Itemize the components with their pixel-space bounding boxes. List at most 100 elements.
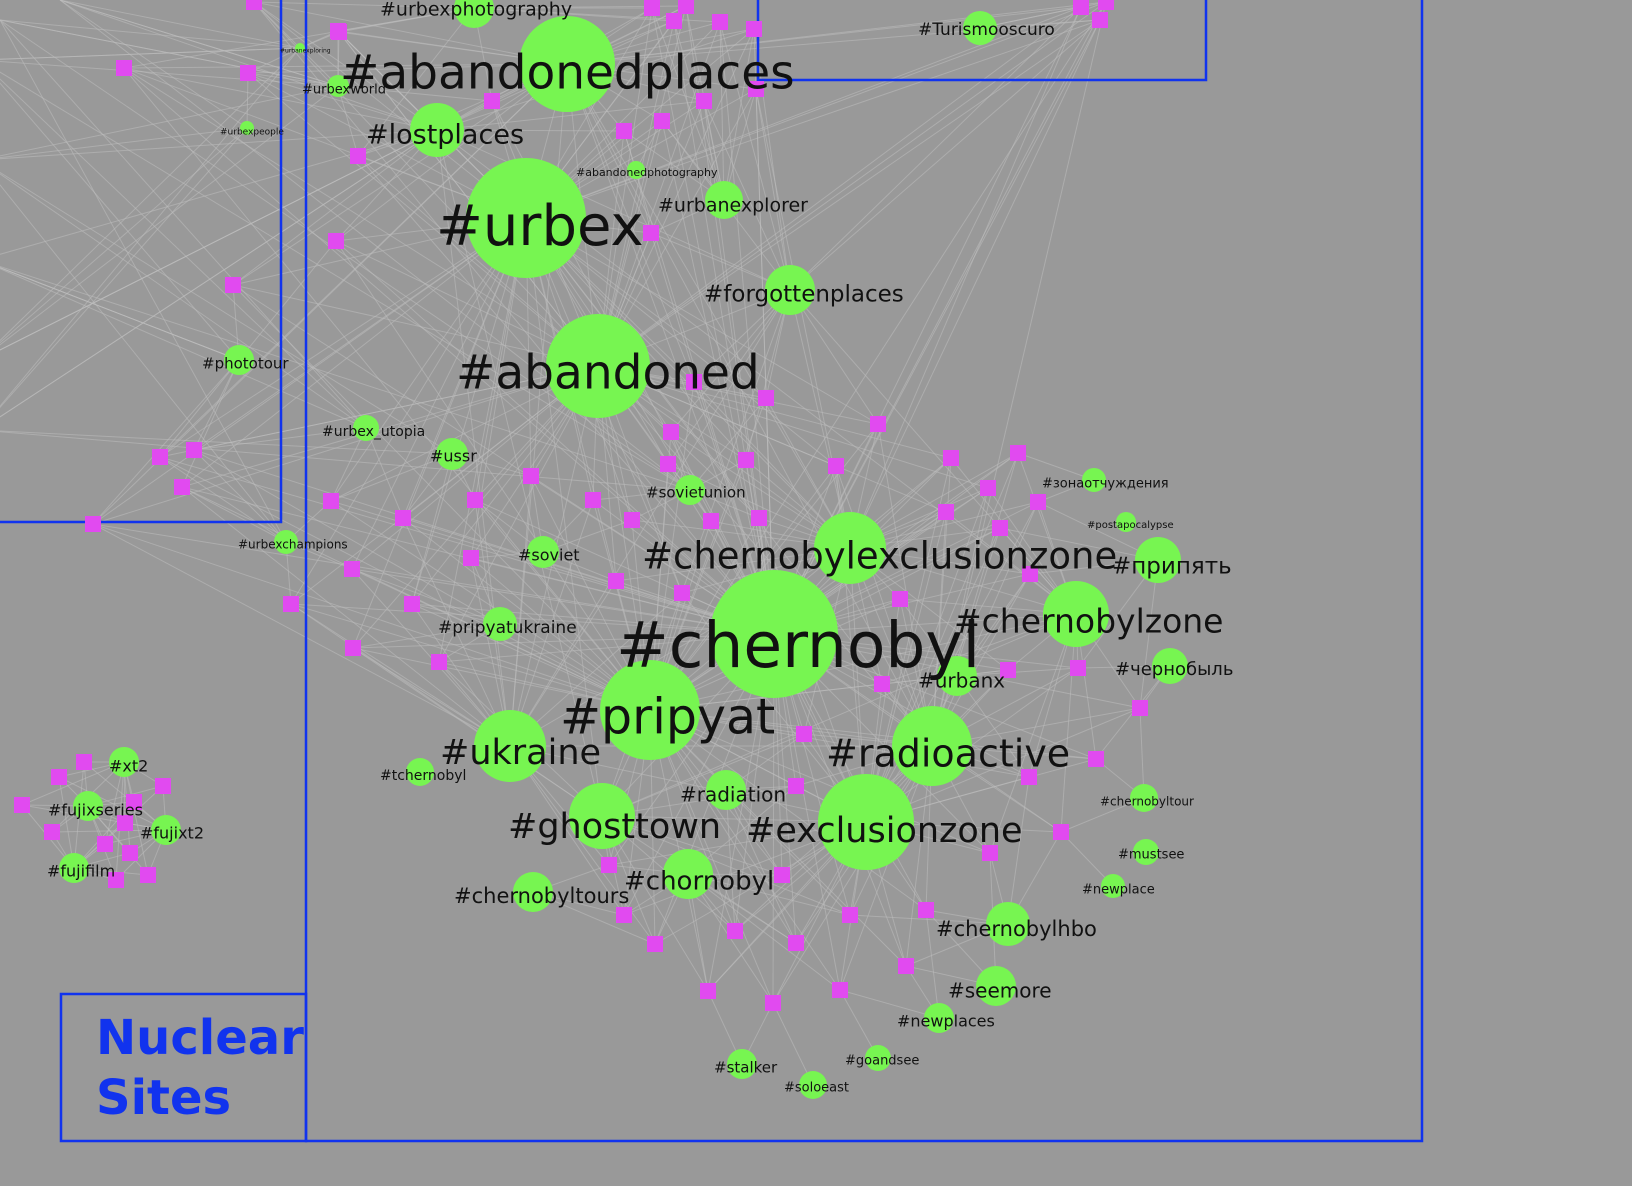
graph-edge bbox=[597, 365, 989, 489]
graph-edge bbox=[649, 709, 927, 911]
tag-node-abandonedphotography bbox=[627, 161, 645, 179]
graph-edge bbox=[649, 709, 907, 967]
graph-edge bbox=[865, 707, 1141, 823]
graph-edge bbox=[0, 127, 248, 409]
graph-edge bbox=[159, 456, 287, 543]
graph-edge bbox=[159, 217, 527, 458]
post-node bbox=[395, 510, 411, 526]
graph-edge bbox=[525, 217, 603, 817]
graph-edge bbox=[1017, 452, 1095, 481]
tag-node-fujixseries bbox=[73, 791, 103, 821]
graph-edge bbox=[232, 63, 568, 286]
tag-node-goandsee bbox=[865, 1045, 891, 1071]
cluster-frame-nuclear bbox=[304, 0, 1424, 1143]
graph-edge bbox=[92, 63, 568, 525]
graph-edge bbox=[351, 568, 775, 635]
graph-edge bbox=[525, 217, 879, 425]
graph-edge bbox=[1060, 831, 1114, 887]
post-node bbox=[350, 148, 366, 164]
graph-edge bbox=[649, 452, 1019, 711]
graph-edge bbox=[411, 217, 527, 605]
post-node bbox=[44, 824, 60, 840]
post-node bbox=[323, 493, 339, 509]
graph-edge bbox=[703, 100, 791, 291]
graph-edge bbox=[58, 776, 75, 869]
post-node bbox=[624, 512, 640, 528]
graph-edge bbox=[436, 100, 705, 131]
tag-node-chernobyltours bbox=[513, 872, 553, 912]
graph-edge bbox=[352, 633, 775, 649]
tag-label-sovietunion: #sovietunion bbox=[646, 484, 746, 502]
graph-edge bbox=[0, 171, 453, 455]
post-node bbox=[585, 492, 601, 508]
graph-edge bbox=[649, 709, 774, 1004]
post-node bbox=[328, 233, 344, 249]
tag-node-soloeast bbox=[799, 1071, 827, 1099]
graph-edge bbox=[0, 78, 367, 429]
graph-edge bbox=[597, 6, 1082, 367]
post-node bbox=[126, 794, 142, 810]
post-node bbox=[331, 24, 347, 40]
graph-edge bbox=[253, 1, 475, 9]
graph-edge bbox=[532, 891, 656, 945]
graph-edge bbox=[330, 500, 651, 711]
graph-edge bbox=[597, 365, 651, 711]
tag-label-tchernobyl: #tchernobyl bbox=[380, 768, 466, 784]
tag-label-pripyatukraine: #pripyatukraine bbox=[438, 618, 577, 638]
tag-node-sovietunion bbox=[675, 475, 705, 505]
graph-edge bbox=[232, 284, 651, 711]
graph-edge bbox=[181, 486, 511, 747]
post-node bbox=[647, 936, 663, 952]
post-node bbox=[842, 907, 858, 923]
post-node bbox=[51, 769, 67, 785]
graph-edge bbox=[0, 129, 438, 160]
graph-edge bbox=[687, 873, 841, 991]
graph-edge bbox=[0, 85, 339, 157]
tag-node-chernobyl bbox=[710, 570, 838, 698]
graph-edge bbox=[566, 63, 851, 549]
tag-label-abandonedplaces: #abandonedplaces bbox=[340, 46, 795, 101]
tag-label-ukraine: #ukraine bbox=[440, 733, 601, 773]
post-node bbox=[1030, 494, 1046, 510]
section-label-line1: Nuclear bbox=[96, 1010, 304, 1066]
graph-edge bbox=[436, 129, 625, 132]
graph-edge bbox=[181, 365, 599, 488]
graph-edge bbox=[689, 397, 767, 491]
tag-label-chernobyltours: #chernobyltours bbox=[454, 884, 629, 908]
tag-node-urbex bbox=[466, 158, 586, 278]
tag-node-urbanexploring bbox=[295, 43, 305, 53]
graph-edge bbox=[337, 85, 359, 157]
post-node bbox=[1070, 660, 1086, 676]
graph-edge bbox=[436, 129, 603, 817]
graph-edge bbox=[649, 709, 841, 991]
graph-edge bbox=[402, 517, 511, 747]
graph-edge bbox=[159, 456, 651, 711]
tag-node-ghosttown bbox=[569, 783, 635, 849]
tag-label-seemore: #seemore bbox=[948, 979, 1052, 1003]
graph-edge bbox=[525, 19, 1101, 219]
tag-node-chornobyl bbox=[663, 849, 713, 899]
graph-edge bbox=[402, 517, 651, 711]
post-node bbox=[76, 754, 92, 770]
graph-edge bbox=[352, 647, 651, 711]
tag-node-newplaces bbox=[924, 1003, 954, 1033]
tag-node-seemore bbox=[976, 966, 1016, 1006]
post-node bbox=[1022, 566, 1038, 582]
graph-edge bbox=[351, 568, 501, 625]
post-node bbox=[898, 958, 914, 974]
graph-edge bbox=[0, 267, 240, 361]
graph-edge bbox=[357, 7, 475, 157]
graph-edge bbox=[1060, 797, 1145, 833]
graph-edge bbox=[839, 989, 940, 1019]
graph-edge bbox=[931, 452, 1019, 747]
graph-edge bbox=[338, 31, 599, 367]
tag-label-urbanexploring: #urbanexploring bbox=[280, 48, 331, 55]
graph-edge bbox=[253, 1, 775, 635]
tag-node-pripyatukraine bbox=[483, 607, 517, 641]
post-node bbox=[674, 585, 690, 601]
tag-node-soviet bbox=[527, 536, 559, 568]
tag-node-fujixt2 bbox=[151, 815, 181, 845]
tag-node-abandonedplaces bbox=[519, 16, 615, 112]
post-node bbox=[643, 225, 659, 241]
graph-edge bbox=[193, 449, 775, 635]
